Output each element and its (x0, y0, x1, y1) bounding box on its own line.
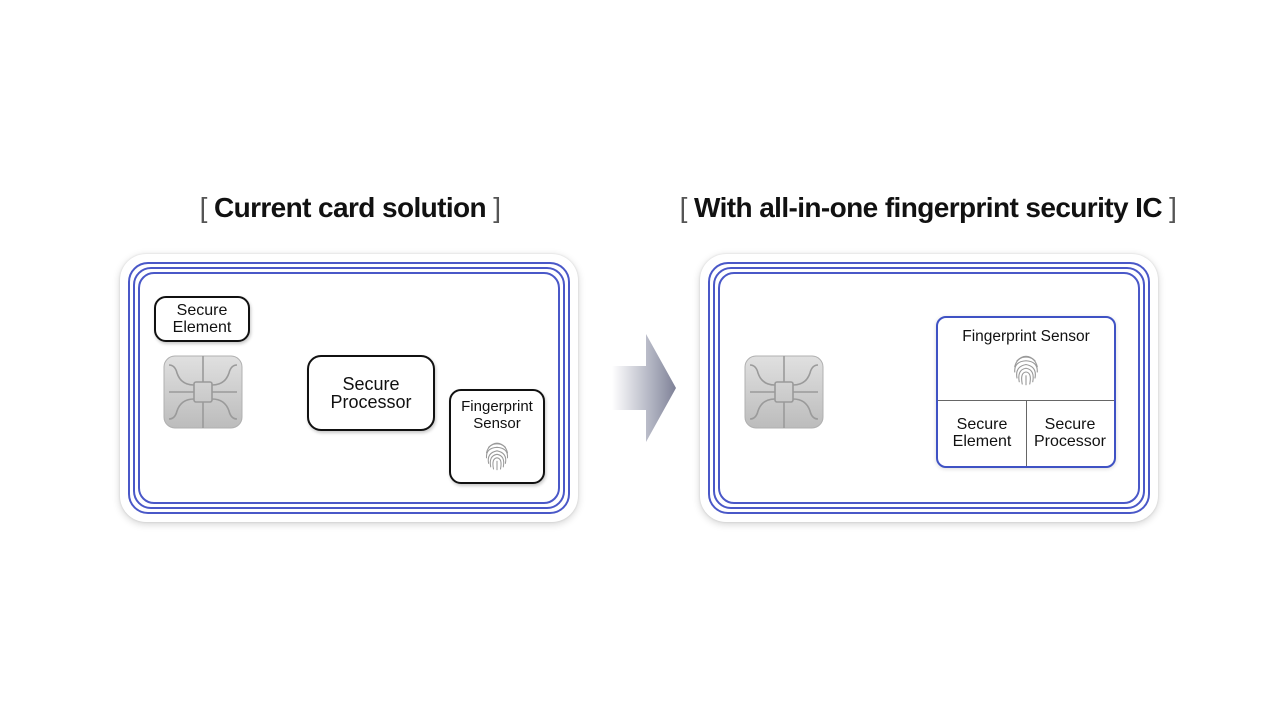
contact-chip-icon (163, 355, 243, 429)
fingerprint-icon (1014, 355, 1038, 386)
right-title-text: With all-in-one fingerprint security IC (694, 192, 1163, 223)
fingerprint-sensor-box: Fingerprint Sensor (449, 389, 545, 484)
right-panel-title: [ With all-in-one fingerprint security I… (658, 190, 1198, 226)
secure-element-label-line1: Secure (176, 302, 228, 319)
secure-processor-label-line2: Processor (1033, 433, 1107, 450)
fingerprint-sensor-section: Fingerprint Sensor (938, 318, 1114, 401)
right-arrow-icon (612, 334, 676, 442)
open-bracket: [ (199, 192, 214, 223)
antenna-ring (708, 262, 1150, 514)
current-card: Secure Element Secure Processor Fingerpr… (120, 254, 578, 522)
left-title-text: Current card solution (213, 192, 487, 223)
fingerprint-sensor-label: Fingerprint Sensor (962, 328, 1090, 345)
antenna-ring (138, 272, 560, 504)
secure-element-section: Secure Element (938, 400, 1027, 466)
antenna-ring (128, 262, 570, 514)
secure-element-label-line2: Element (172, 319, 232, 336)
secure-element-label-line1: Secure (956, 416, 1008, 433)
fingerprint-sensor-label-line1: Fingerprint (461, 398, 533, 415)
secure-element-box: Secure Element (154, 296, 250, 342)
open-bracket: [ (679, 192, 695, 223)
fingerprint-icon (485, 442, 509, 471)
secure-processor-box: Secure Processor (307, 355, 435, 431)
secure-processor-label-line2: Processor (330, 392, 412, 412)
secure-processor-label-line1: Secure (342, 374, 400, 394)
antenna-ring (713, 267, 1145, 509)
contact-chip-icon (744, 355, 824, 429)
left-panel-title: [ Current card solution ] (140, 190, 560, 226)
antenna-ring (718, 272, 1140, 504)
secure-processor-section: Secure Processor (1026, 400, 1114, 466)
secure-element-label-line2: Element (952, 433, 1012, 450)
close-bracket: ] (1161, 192, 1177, 223)
close-bracket: ] (486, 192, 501, 223)
all-in-one-ic: Fingerprint Sensor Secure Element Secure… (936, 316, 1116, 468)
all-in-one-card: Fingerprint Sensor Secure Element Secure… (700, 254, 1158, 522)
antenna-ring (133, 267, 565, 509)
fingerprint-sensor-label-line2: Sensor (473, 415, 521, 432)
secure-processor-label-line1: Secure (1044, 416, 1096, 433)
